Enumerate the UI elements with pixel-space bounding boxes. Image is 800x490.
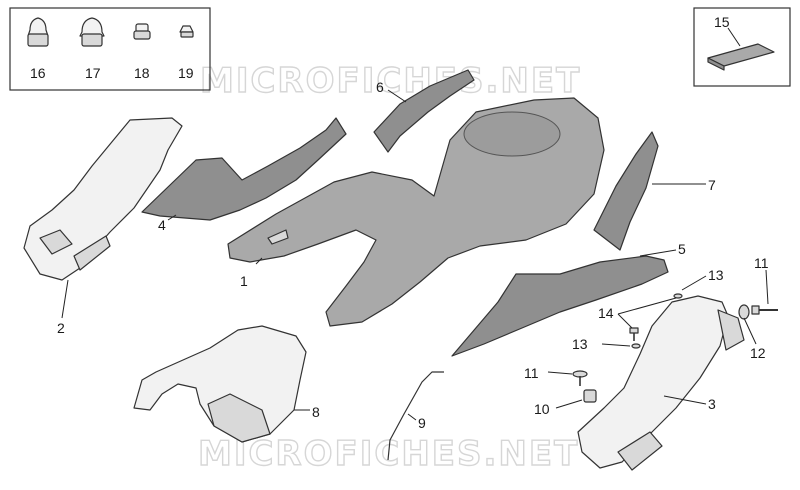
spacer-10 (583, 389, 597, 403)
adhesive-pad-15 (707, 43, 775, 71)
seat-1 (227, 97, 605, 327)
rubber-grommet-16 (27, 17, 49, 47)
right-seat-cover-5 (451, 255, 669, 357)
pad-inset-box (693, 7, 791, 87)
callout-5: 5 (678, 241, 686, 257)
center-trim-6 (373, 69, 475, 153)
callout-11-upper: 11 (754, 255, 769, 271)
callout-9: 9 (418, 415, 426, 431)
callout-7: 7 (708, 177, 716, 193)
callout-8: 8 (312, 404, 320, 420)
washer-13-lower (631, 343, 641, 349)
right-trim-7 (593, 131, 659, 251)
callout-3: 3 (708, 396, 716, 412)
left-seat-cover-4 (141, 117, 347, 221)
callout-13-upper: 13 (708, 267, 724, 283)
callout-2: 2 (57, 320, 65, 336)
callout-4: 4 (158, 217, 166, 233)
washer-13-upper (673, 293, 683, 299)
screw-11-upper (751, 305, 778, 315)
rubber-grommet-17 (79, 17, 105, 47)
callout-19: 19 (178, 65, 194, 81)
callout-13-lower: 13 (572, 336, 588, 352)
callout-6: 6 (376, 79, 384, 95)
callout-17: 17 (85, 65, 101, 81)
washer-12 (738, 304, 750, 320)
callout-18: 18 (134, 65, 150, 81)
callout-12: 12 (750, 345, 766, 361)
hardware-inset-box (9, 7, 211, 91)
spacer-18 (133, 23, 151, 40)
left-side-fairing-2 (23, 117, 183, 281)
rear-undertray-8 (133, 325, 307, 443)
callout-11-lower: 11 (524, 365, 539, 381)
callout-15: 15 (714, 14, 730, 30)
callout-14: 14 (598, 305, 614, 321)
callout-1: 1 (240, 273, 248, 289)
right-side-fairing-3 (577, 295, 745, 471)
release-rod-9 (387, 371, 444, 461)
callout-10: 10 (534, 401, 550, 417)
clip-19 (179, 25, 194, 38)
watermark-bottom: MICROFICHES.NET (198, 434, 579, 474)
screw-11-lower (572, 370, 588, 386)
watermark-top: MICROFICHES.NET (200, 61, 581, 101)
screw-14 (629, 327, 639, 341)
callout-16: 16 (30, 65, 46, 81)
